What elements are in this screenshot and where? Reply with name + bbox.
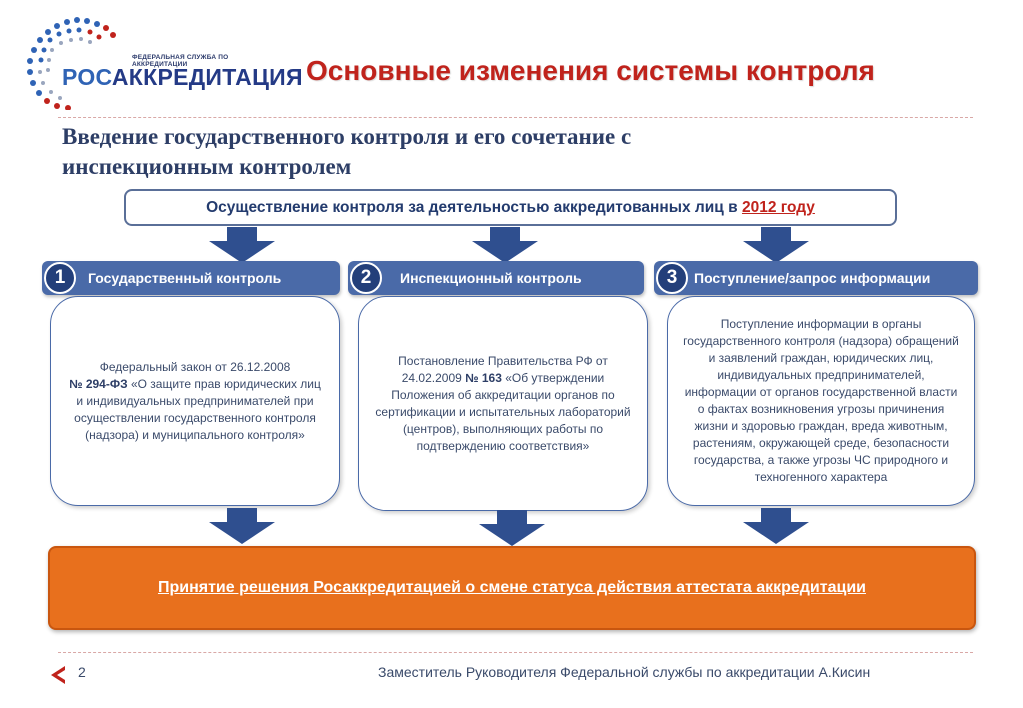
title-divider [58, 117, 973, 118]
column-body-inspection-control: Постановление Правительства РФ от 24.02.… [358, 296, 648, 511]
column-description: Постановление Правительства РФ от 24.02.… [375, 353, 631, 453]
column-body-information-request: Поступление информации в органы государс… [667, 296, 975, 506]
column-number-badge: 3 [656, 262, 688, 294]
down-arrow-icon [479, 510, 545, 546]
column-number-badge: 2 [350, 262, 382, 294]
column-description: Поступление информации в органы государс… [683, 317, 959, 484]
control-start-year: 2012 году [741, 199, 815, 216]
logo-dots-emblem-icon [27, 17, 116, 110]
down-arrow-icon [209, 227, 275, 263]
rosaccreditation-logo: ФЕДЕРАЛЬНАЯ СЛУЖБА ПО АККРЕДИТАЦИИ РОСАК… [20, 10, 303, 110]
decision-box: Принятие решения Росаккредитацией о смен… [48, 546, 976, 630]
column-header-label: Государственный контроль [88, 270, 282, 286]
column-number-badge: 1 [44, 262, 76, 294]
page-marker-chevron-icon [51, 666, 65, 684]
page-number: 2 [78, 664, 86, 680]
control-start-box: Осуществление контроля за деятельностью … [124, 189, 897, 226]
slide-subtitle: Введение государственного контроля и его… [62, 122, 822, 182]
column-header-state-control: 1 Государственный контроль [42, 261, 340, 295]
footer-author: Заместитель Руководителя Федеральной слу… [378, 664, 871, 680]
logo-wordmark: РОСАККРЕДИТАЦИЯ [62, 64, 303, 91]
down-arrow-icon [743, 508, 809, 544]
logo-wordmark-prefix: РОС [62, 64, 112, 90]
subtitle-line-2: инспекционным контролем [62, 154, 352, 179]
logo-wordmark-suffix: АККРЕДИТАЦИЯ [111, 64, 303, 90]
column-header-label: Инспекционный контроль [400, 270, 582, 286]
column-header-inspection-control: 2 Инспекционный контроль [348, 261, 644, 295]
subtitle-line-1: Введение государственного контроля и его… [62, 124, 632, 149]
down-arrow-icon [743, 227, 809, 263]
control-start-text: Осуществление контроля за деятельностью … [206, 199, 742, 216]
column-header-information-request: 3 Поступление/запрос информации [654, 261, 978, 295]
down-arrow-icon [209, 508, 275, 544]
logo-agency-caption: ФЕДЕРАЛЬНАЯ СЛУЖБА ПО АККРЕДИТАЦИИ [132, 54, 229, 68]
column-header-label: Поступление/запрос информации [694, 270, 931, 286]
decision-text: Принятие решения Росаккредитацией о смен… [157, 579, 867, 596]
down-arrow-icon [472, 227, 538, 263]
page-title: Основные изменения системы контроля [306, 55, 875, 86]
footer-divider [58, 652, 973, 653]
